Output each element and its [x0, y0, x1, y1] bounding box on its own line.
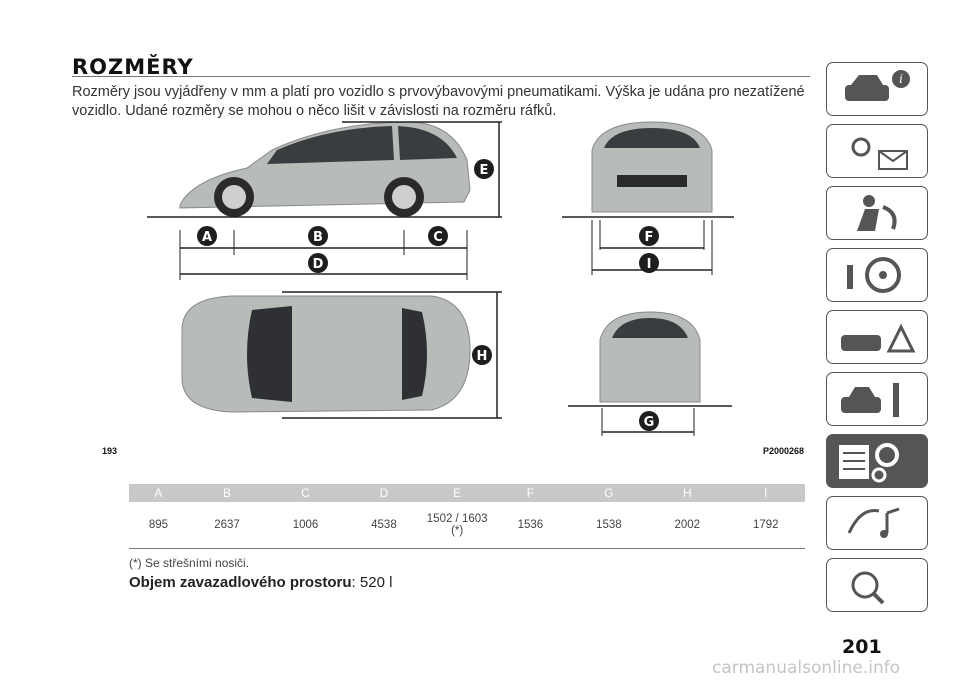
title-rule	[72, 76, 810, 77]
label-f: F	[645, 230, 654, 245]
value-h: 2002	[648, 502, 727, 549]
car-dimensions-drawing: A B C D E F G H I	[147, 121, 734, 436]
label-g: G	[644, 415, 655, 430]
intro-text: Rozměry jsou vyjádřeny v mm a platí pro …	[72, 84, 805, 119]
seatbelt-airbag-icon	[857, 195, 897, 231]
emergency-icon	[841, 323, 916, 353]
car-rear-view	[599, 311, 701, 403]
header-i: I	[726, 484, 805, 502]
tab-car-info[interactable]: i	[826, 62, 928, 116]
value-a: 895	[129, 502, 188, 549]
label-a: A	[202, 230, 212, 245]
page-title: ROZMĚRY	[72, 55, 194, 79]
header-c: C	[266, 484, 345, 502]
header-g: G	[569, 484, 649, 502]
label-c: C	[433, 230, 443, 245]
label-i: I	[647, 257, 652, 272]
steering-wheel-icon	[847, 257, 901, 293]
car-info-icon: i	[845, 70, 910, 101]
value-e: 1502 / 1603 (*)	[423, 502, 492, 549]
tab-multimedia[interactable]	[826, 496, 928, 550]
table-row: 895 2637 1006 4538 1502 / 1603 (*) 1536 …	[129, 502, 805, 549]
dimensions-figure: A B C D E F G H I 193 P2000268	[72, 120, 812, 460]
technical-data-icon	[839, 443, 899, 483]
header-f: F	[491, 484, 570, 502]
trunk-value: : 520 l	[351, 574, 393, 591]
page-number: 201	[842, 636, 882, 658]
header-a: A	[129, 484, 188, 502]
value-i: 1792	[726, 502, 805, 549]
value-g: 1538	[569, 502, 649, 549]
value-c: 1006	[266, 502, 345, 549]
car-top-view	[181, 295, 471, 413]
table-header-row: A B C D E F G H I	[129, 484, 805, 502]
figure-number: 193	[102, 446, 118, 456]
label-b: B	[313, 230, 323, 245]
tab-index[interactable]	[826, 558, 928, 612]
label-h: H	[477, 349, 488, 364]
value-b: 2637	[187, 502, 267, 549]
figure-code: P2000268	[762, 446, 804, 456]
label-e: E	[480, 163, 489, 178]
tab-emergency[interactable]	[826, 310, 928, 364]
label-d: D	[313, 257, 324, 272]
svg-text:i: i	[899, 72, 903, 86]
warning-lights-icon	[851, 137, 908, 170]
index-icon	[851, 571, 885, 605]
watermark: carmanualsonline.info	[712, 658, 901, 678]
tab-warning-lights[interactable]	[826, 124, 928, 178]
footnote: (*) Se střešními nosiči.	[129, 556, 250, 570]
label-badges: A B C D E F G H I	[197, 159, 659, 431]
value-f: 1536	[491, 502, 570, 549]
tab-maintenance[interactable]	[826, 372, 928, 426]
value-d: 4538	[344, 502, 424, 549]
tab-technical-data[interactable]	[826, 434, 928, 488]
header-d: D	[344, 484, 424, 502]
header-h: H	[648, 484, 727, 502]
dimensions-table: A B C D E F G H I 895 2637 1006 4538 150…	[129, 484, 805, 549]
multimedia-icon	[847, 507, 900, 538]
tab-safety[interactable]	[826, 186, 928, 240]
header-e: E	[423, 484, 492, 502]
trunk-volume: Objem zavazadlového prostoru: 520 l	[129, 574, 392, 591]
trunk-label: Objem zavazadlového prostoru	[129, 574, 352, 591]
header-b: B	[187, 484, 267, 502]
car-front-view	[591, 121, 713, 213]
car-side-view	[179, 121, 471, 217]
maintenance-icon	[841, 383, 899, 417]
tab-starting-driving[interactable]	[826, 248, 928, 302]
